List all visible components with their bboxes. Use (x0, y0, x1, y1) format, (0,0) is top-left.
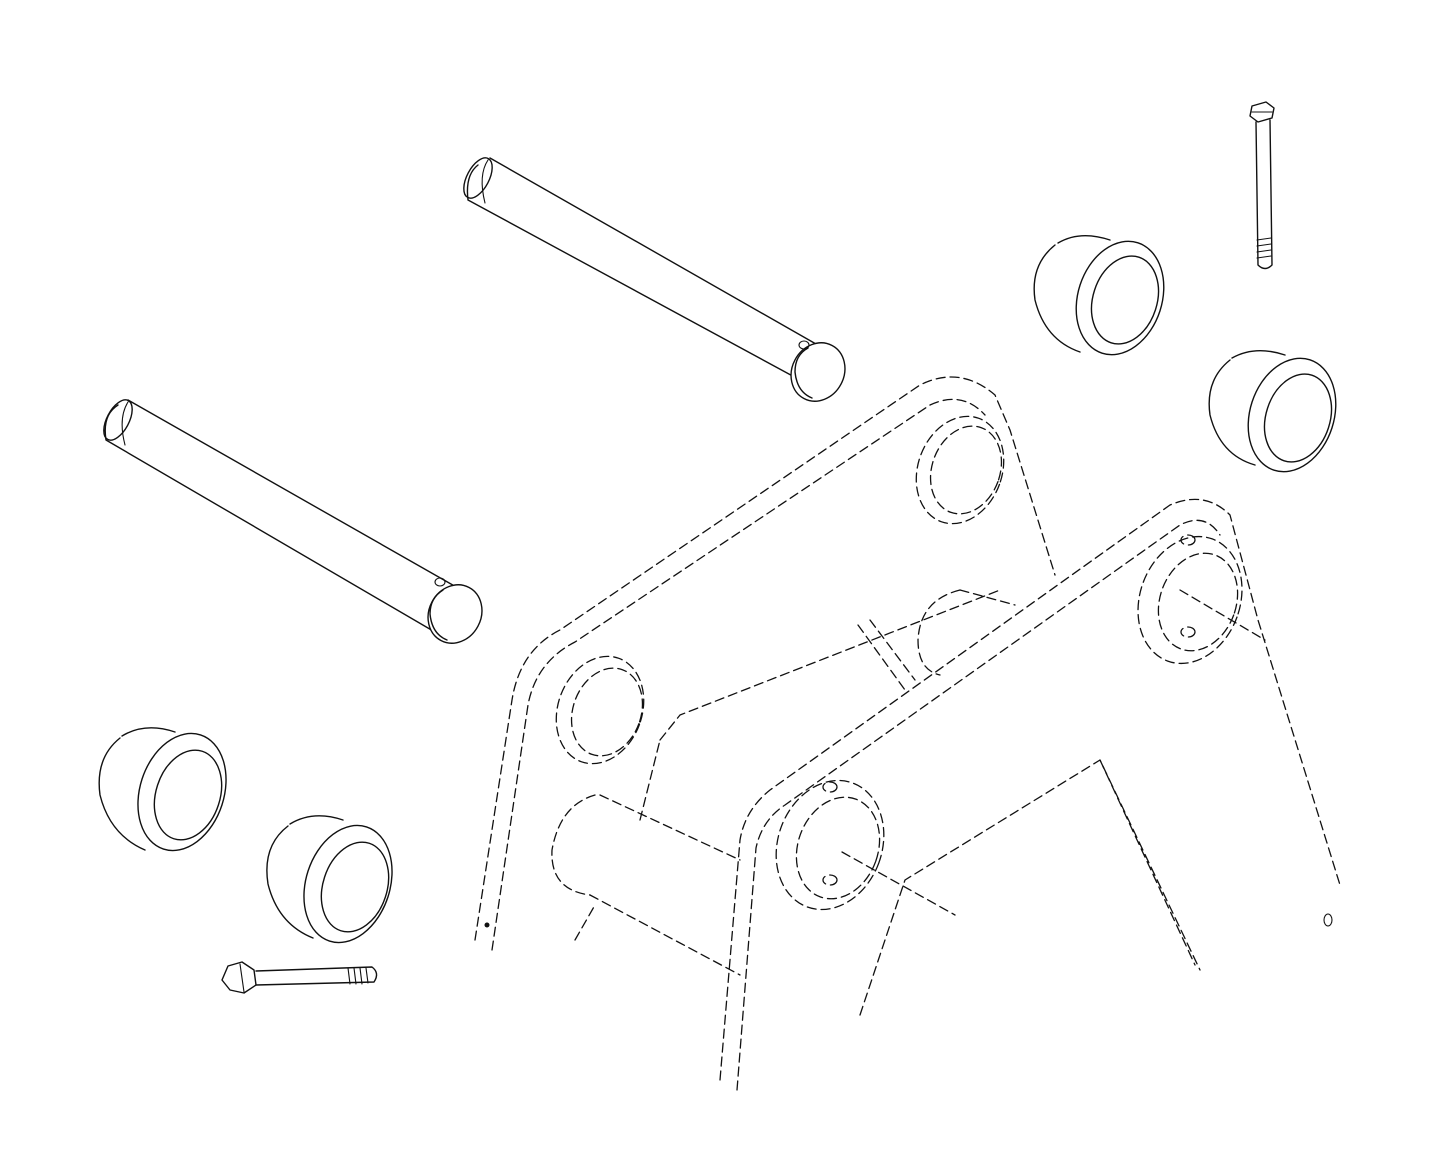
pin-lower (103, 399, 483, 644)
bushing-bottom-right (266, 815, 393, 944)
arm-frame-phantom (474, 376, 1341, 1091)
bushing-bottom-left (98, 727, 227, 852)
bushing-top-left (1033, 235, 1165, 356)
pin-upper (463, 157, 846, 402)
bolt-vertical (1249, 101, 1275, 270)
bushing-top-right (1208, 350, 1337, 473)
bolt-horizontal (221, 961, 378, 994)
